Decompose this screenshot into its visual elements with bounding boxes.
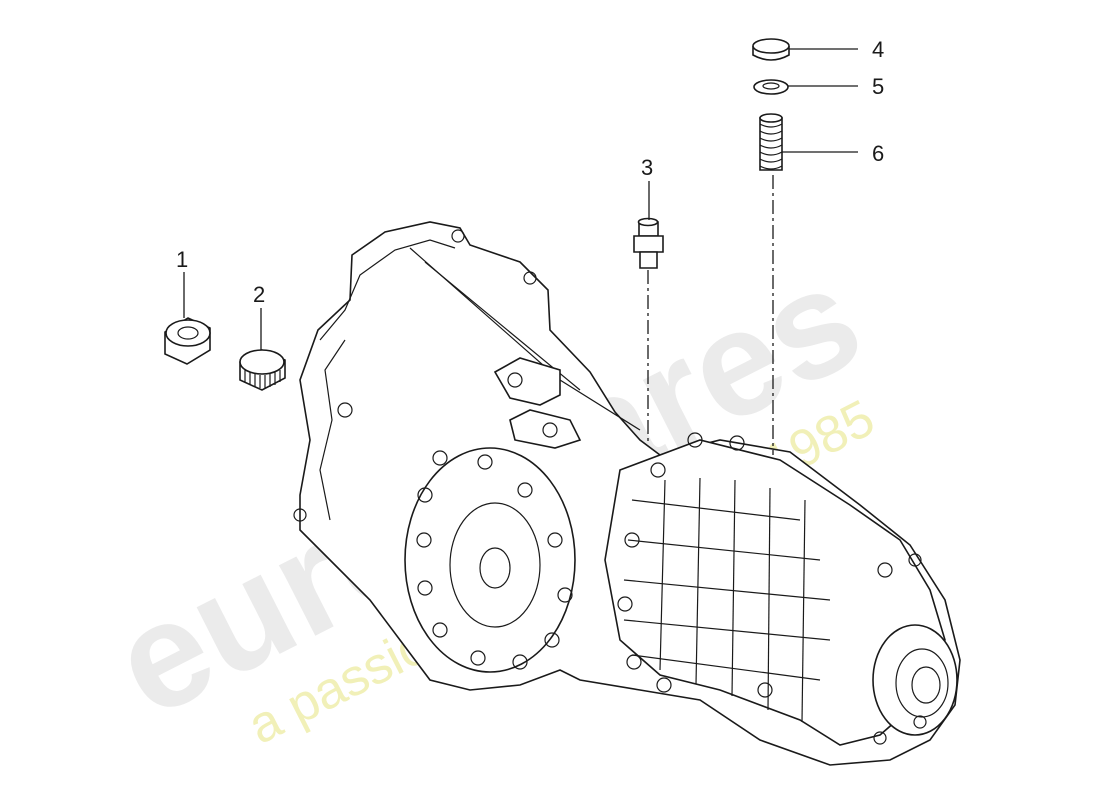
callout-5: 5: [872, 74, 884, 99]
part-1-bearing: [164, 317, 211, 365]
part-6-spring: [759, 113, 783, 171]
callout-1: 1: [176, 247, 188, 272]
callout-2: 2: [253, 282, 265, 307]
assembly-lines: [647, 175, 774, 455]
leader-lines: [183, 48, 858, 350]
part-3-plug-bolt: [633, 217, 664, 269]
callouts: 1 2 3 4 5 6: [176, 37, 884, 307]
callout-4: 4: [872, 37, 884, 62]
callout-3: 3: [641, 155, 653, 180]
part-4-cap: [752, 38, 790, 61]
callout-6: 6: [872, 141, 884, 166]
transmission-housing: [293, 221, 961, 766]
part-5-washer: [753, 79, 789, 95]
part-2-needle-bearing: [239, 349, 286, 391]
